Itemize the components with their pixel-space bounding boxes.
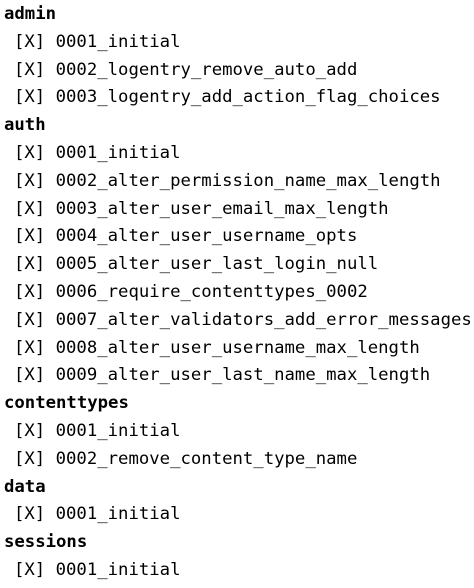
applied-mark: [X] — [14, 559, 46, 580]
applied-mark: [X] — [14, 254, 46, 275]
applied-mark: [X] — [14, 504, 46, 525]
migration-name: 0002_alter_permission_name_max_length — [55, 170, 441, 191]
applied-mark: [X] — [14, 59, 46, 80]
migration-row: [X] 0003_logentry_add_action_flag_choice… — [4, 84, 472, 112]
migration-name: 0001_initial — [55, 504, 181, 525]
applied-mark: [X] — [14, 198, 46, 219]
migration-row: [X] 0002_logentry_remove_auto_add — [4, 57, 472, 85]
applied-mark: [X] — [14, 31, 46, 52]
app-heading-admin: admin — [4, 4, 57, 24]
app-heading-contenttypes: contenttypes — [4, 393, 129, 414]
migration-row: [X] 0001_initial — [4, 557, 472, 585]
applied-mark: [X] — [14, 87, 46, 108]
migration-row: [X] 0001_initial — [4, 140, 472, 168]
migration-row: [X] 0004_alter_user_username_opts — [4, 223, 472, 251]
migration-name: 0003_alter_user_email_max_length — [55, 198, 389, 219]
applied-mark: [X] — [14, 142, 46, 163]
migration-name: 0001_initial — [55, 142, 181, 163]
migration-row: [X] 0005_alter_user_last_login_null — [4, 251, 472, 279]
migration-row: [X] 0008_alter_user_username_max_length — [4, 335, 472, 363]
migration-row: [X] 0006_require_contenttypes_0002 — [4, 279, 472, 307]
applied-mark: [X] — [14, 365, 46, 386]
applied-mark: [X] — [14, 170, 46, 191]
migration-name: 0009_alter_user_last_name_max_length — [55, 365, 431, 386]
applied-mark: [X] — [14, 309, 46, 330]
migration-row: [X] 0009_alter_user_last_name_max_length — [4, 362, 472, 390]
migration-list: admin[X] 0001_initial[X] 0002_logentry_r… — [4, 1, 472, 585]
migration-row: [X] 0001_initial — [4, 501, 472, 529]
migration-name: 0002_remove_content_type_name — [55, 448, 358, 469]
migration-name: 0004_alter_user_username_opts — [55, 226, 358, 247]
migration-name: 0005_alter_user_last_login_null — [55, 254, 379, 275]
applied-mark: [X] — [14, 337, 46, 358]
migration-row: [X] 0003_alter_user_email_max_length — [4, 196, 472, 224]
migration-name: 0001_initial — [55, 31, 181, 52]
migration-name: 0003_logentry_add_action_flag_choices — [55, 87, 441, 108]
migration-name: 0006_require_contenttypes_0002 — [55, 281, 368, 302]
app-heading-auth: auth — [4, 115, 46, 136]
migration-name: 0002_logentry_remove_auto_add — [55, 59, 358, 80]
app-heading-data: data — [4, 476, 46, 497]
migration-name: 0008_alter_user_username_max_length — [55, 337, 420, 358]
migration-name: 0007_alter_validators_add_error_messages — [55, 309, 472, 330]
migration-row: [X] 0001_initial — [4, 418, 472, 446]
migration-name: 0001_initial — [55, 559, 181, 580]
migration-row: [X] 0007_alter_validators_add_error_mess… — [4, 307, 472, 335]
applied-mark: [X] — [14, 281, 46, 302]
migration-row: [X] 0002_alter_permission_name_max_lengt… — [4, 168, 472, 196]
applied-mark: [X] — [14, 420, 46, 441]
applied-mark: [X] — [14, 448, 46, 469]
migration-row: [X] 0001_initial — [4, 29, 472, 57]
migration-name: 0001_initial — [55, 420, 181, 441]
app-heading-sessions: sessions — [4, 532, 88, 553]
migration-row: [X] 0002_remove_content_type_name — [4, 446, 472, 474]
applied-mark: [X] — [14, 226, 46, 247]
